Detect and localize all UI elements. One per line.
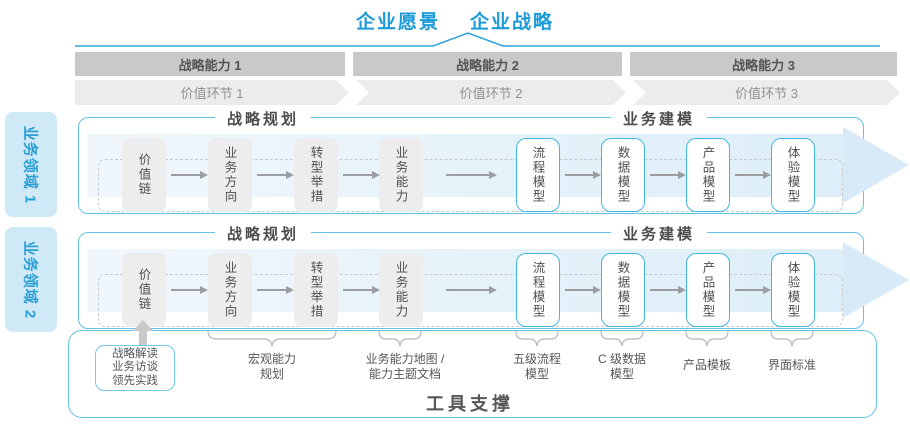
tool-support-label: 工具支撑 [426, 394, 514, 414]
flow-arrow [343, 171, 380, 179]
step-process-model: 流程模型 [516, 253, 560, 327]
step-experience-model: 体验模型 [771, 253, 815, 327]
note-ui-standard: 界面标准 [767, 358, 817, 372]
strategy-input-box: 战略解读 业务访谈 领先实践 [95, 345, 175, 391]
business-domain-2: 业务领域 2 [5, 227, 57, 332]
step-product-model: 产品模型 [686, 253, 730, 327]
business-domain-1: 业务领域 1 [5, 112, 57, 217]
value-link-3: 价值环节 3 [633, 80, 900, 105]
planning-header: 战略规划 [214, 108, 312, 129]
step-business-direction: 业务方向 [208, 253, 252, 327]
step-transformation-moves: 转型举措 [294, 253, 338, 327]
flow-arrow [171, 171, 208, 179]
flow-arrow [446, 286, 497, 294]
step-experience-model: 体验模型 [771, 138, 815, 212]
flow-arrow [257, 286, 294, 294]
modeling-header: 业务建模 [610, 108, 708, 129]
step-product-model: 产品模型 [686, 138, 730, 212]
brace-icon [600, 330, 644, 347]
flow-arrow [650, 171, 686, 179]
value-link-1: 价值环节 1 [75, 80, 349, 105]
step-business-direction: 业务方向 [208, 138, 252, 212]
note-c-level-data-model: C 级数据 模型 [597, 352, 647, 381]
step-business-capability: 业务能力 [379, 138, 423, 212]
step-value-chain: 价值链 [122, 138, 166, 212]
planning-header: 战略规划 [214, 223, 312, 244]
value-link-2: 价值环节 2 [356, 80, 626, 105]
flow-arrow [257, 171, 294, 179]
step-process-model: 流程模型 [516, 138, 560, 212]
step-transformation-moves: 转型举措 [294, 138, 338, 212]
flow-arrow-head [843, 242, 909, 318]
step-data-model: 数据模型 [601, 138, 645, 212]
flow-arrow [343, 286, 380, 294]
note-capability-map-docs: 业务能力地图 / 能力主题文档 [365, 352, 445, 381]
flow-arrow [565, 286, 601, 294]
brace-icon [770, 330, 814, 347]
note-macro-capability-planning: 宏观能力 规划 [247, 352, 297, 381]
note-l5-process-model: 五级流程 模型 [512, 352, 562, 381]
brace-icon [685, 330, 729, 347]
tool-support-container [68, 330, 877, 418]
vision-title: 企业愿景 [355, 12, 440, 33]
flow-arrow [446, 171, 497, 179]
flow-arrow [735, 171, 771, 179]
brace-icon [515, 330, 559, 347]
step-data-model: 数据模型 [601, 253, 645, 327]
flow-arrow [650, 286, 686, 294]
domain-1-swimlane: 战略规划 业务建模 价值链 业务方向 转型举措 业务能力 流程模型 数据模型 产… [78, 108, 909, 214]
flow-arrow [565, 171, 601, 179]
dashed-track [98, 274, 843, 327]
capability-bar-2: 战略能力 2 [353, 52, 622, 76]
strategy-title: 企业战略 [470, 12, 555, 33]
up-arrow-icon [133, 320, 153, 346]
flow-arrow [735, 286, 771, 294]
diagram-title: 企业愿景 企业战略 [0, 7, 910, 34]
capability-bar-3: 战略能力 3 [630, 52, 897, 76]
flow-arrow [171, 286, 208, 294]
brace-icon [378, 330, 422, 347]
step-business-capability: 业务能力 [379, 253, 423, 327]
capability-bar-1: 战略能力 1 [75, 52, 345, 76]
step-value-chain: 价值链 [122, 253, 166, 327]
note-product-template: 产品模板 [682, 358, 732, 372]
flow-arrow-head [843, 127, 909, 203]
domain-2-swimlane: 战略规划 业务建模 价值链 业务方向 转型举措 业务能力 流程模型 数据模型 产… [78, 223, 909, 329]
title-pointer-line [75, 32, 880, 47]
modeling-header: 业务建模 [610, 223, 708, 244]
dashed-track [98, 159, 843, 212]
brace-icon [207, 330, 337, 347]
